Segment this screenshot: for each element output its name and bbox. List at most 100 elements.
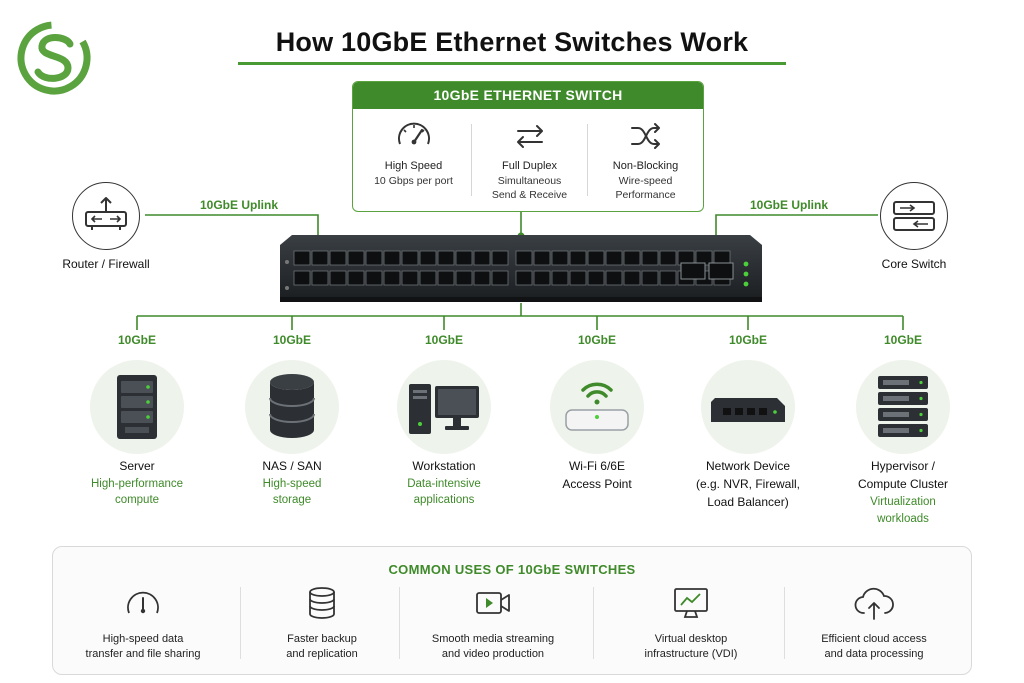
switch-port bbox=[605, 250, 623, 266]
feature-title: High Speed bbox=[384, 160, 443, 172]
divider bbox=[399, 587, 400, 659]
switch-port bbox=[473, 270, 491, 286]
switch-port bbox=[293, 270, 311, 286]
node-speed: 10GbE bbox=[577, 333, 616, 347]
node-subtitle: workloads bbox=[877, 513, 929, 525]
node-subtitle: High-speed bbox=[262, 478, 322, 490]
common-uses-panel: COMMON USES OF 10GbE SWITCHES High-speed… bbox=[52, 546, 972, 675]
switch-port bbox=[551, 270, 569, 286]
shuffle-icon bbox=[630, 123, 660, 149]
switch-port bbox=[623, 270, 641, 286]
feature-desc: Simultaneous bbox=[497, 175, 562, 187]
switch-port bbox=[587, 250, 605, 266]
switch-port bbox=[569, 270, 587, 286]
feature-desc: 10 Gbps per port bbox=[374, 175, 453, 187]
video-camera-icon bbox=[476, 592, 510, 614]
switch-port bbox=[383, 270, 401, 286]
use-text: Faster backup bbox=[287, 633, 357, 645]
switch-features-card: 10GbE ETHERNET SWITCH High Speed 10 Gbps… bbox=[352, 81, 704, 212]
duplex-arrows-icon bbox=[516, 125, 543, 148]
feature-desc: Send & Receive bbox=[491, 189, 568, 201]
page-title: How 10GbE Ethernet Switches Work bbox=[275, 27, 749, 57]
switch-port bbox=[641, 250, 659, 266]
switch-port bbox=[551, 250, 569, 266]
switch-port bbox=[347, 270, 365, 286]
feature-high-speed: High Speed 10 Gbps per port bbox=[355, 112, 472, 210]
use-text: and video production bbox=[441, 648, 545, 660]
uplink-left-label: 10GbE Uplink bbox=[200, 198, 279, 212]
switch-port bbox=[437, 250, 455, 266]
switch-port bbox=[515, 250, 533, 266]
feature-title: Non-Blocking bbox=[612, 160, 679, 172]
hypervisor-node bbox=[856, 360, 950, 454]
core-switch-node bbox=[880, 182, 948, 250]
node-speed: 10GbE bbox=[883, 333, 922, 347]
use-text: and data processing bbox=[824, 648, 924, 660]
switch-port bbox=[437, 270, 455, 286]
node-speed: 10GbE bbox=[424, 333, 463, 347]
cloud-upload-icon bbox=[854, 587, 894, 620]
node-speed: 10GbE bbox=[272, 333, 311, 347]
switch-port bbox=[491, 270, 509, 286]
logo-icon bbox=[17, 21, 91, 95]
use-text: Virtual desktop bbox=[654, 633, 728, 645]
switch-port bbox=[455, 250, 473, 266]
uplink-right-label: 10GbE Uplink bbox=[750, 198, 829, 212]
node-title: Server bbox=[119, 459, 155, 473]
node-subtitle: applications bbox=[413, 494, 475, 506]
switch-port bbox=[623, 250, 641, 266]
node-title: Wi-Fi 6/6E bbox=[568, 459, 625, 473]
switch-port bbox=[419, 250, 437, 266]
workstation-icon bbox=[409, 384, 479, 434]
node-title: Network Device bbox=[705, 459, 791, 473]
switch-port bbox=[347, 250, 365, 266]
ethernet-switch-icon bbox=[280, 235, 762, 302]
uplink-right-line bbox=[715, 214, 878, 238]
use-item: Faster backup and replication bbox=[237, 585, 407, 662]
switch-port bbox=[383, 250, 401, 266]
switch-port bbox=[533, 270, 551, 286]
workstation-node bbox=[397, 360, 491, 454]
core-switch-label: Core Switch bbox=[881, 257, 947, 271]
use-item: Efficient cloud access and data processi… bbox=[789, 585, 959, 662]
node-subtitle: storage bbox=[272, 494, 312, 506]
card-header: 10GbE ETHERNET SWITCH bbox=[353, 82, 703, 109]
speedometer-icon bbox=[127, 591, 159, 614]
node-subtitle: Data-intensive bbox=[407, 478, 481, 490]
nas-node bbox=[245, 360, 339, 454]
switch-port bbox=[659, 270, 677, 286]
database-icon bbox=[309, 587, 335, 619]
divider bbox=[587, 124, 588, 196]
uplink-left-line bbox=[145, 214, 319, 238]
router-label: Router / Firewall bbox=[62, 257, 150, 271]
use-item: High-speed data transfer and file sharin… bbox=[58, 585, 228, 662]
node-subtitle: Virtualization bbox=[870, 496, 936, 508]
switch-port bbox=[401, 270, 419, 286]
switch-port bbox=[329, 270, 347, 286]
wifi-access-point-icon bbox=[565, 382, 629, 431]
switch-port bbox=[365, 270, 383, 286]
node-title: Access Point bbox=[562, 477, 632, 491]
use-text: transfer and file sharing bbox=[85, 648, 201, 660]
node-title: Workstation bbox=[412, 459, 476, 473]
core-switch-icon bbox=[893, 201, 935, 231]
switch-port bbox=[311, 270, 329, 286]
wifi-ap-node bbox=[550, 360, 644, 454]
router-node bbox=[72, 182, 140, 250]
divider bbox=[593, 587, 594, 659]
node-title: NAS / SAN bbox=[262, 459, 322, 473]
feature-non-blocking: Non-Blocking Wire-speed Performance bbox=[587, 112, 703, 210]
network-device-node bbox=[701, 360, 795, 454]
switch-port bbox=[641, 270, 659, 286]
feature-desc: Wire-speed bbox=[618, 175, 673, 187]
switch-port bbox=[311, 250, 329, 266]
use-text: Efficient cloud access bbox=[821, 633, 927, 645]
use-text: and replication bbox=[286, 648, 358, 660]
use-text: High-speed data bbox=[102, 633, 184, 645]
network-device-icon bbox=[711, 398, 785, 422]
switch-port bbox=[659, 250, 677, 266]
use-text: Smooth media streaming bbox=[431, 633, 555, 645]
server-icon bbox=[117, 375, 157, 439]
node-subtitle: compute bbox=[114, 494, 160, 506]
nas-database-icon bbox=[269, 374, 315, 438]
